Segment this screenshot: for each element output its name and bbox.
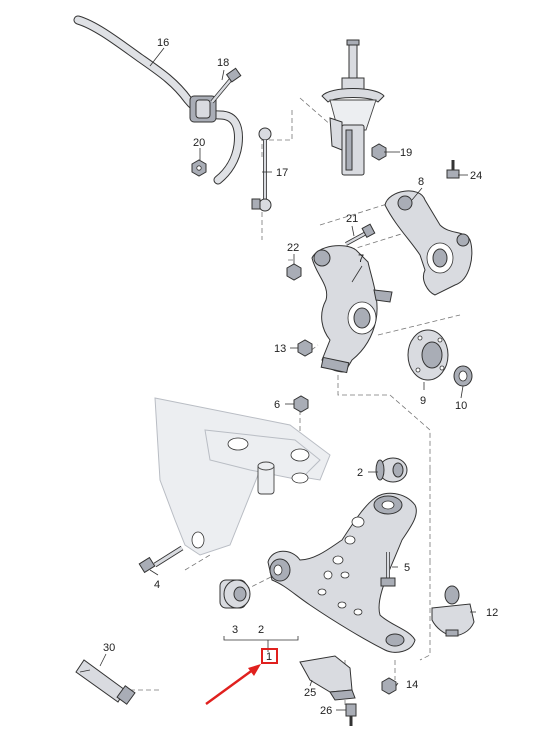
highlight-box — [261, 648, 278, 664]
suspension-strut — [321, 39, 385, 176]
bolt-24 — [446, 160, 460, 179]
callout-5: 5 — [404, 562, 410, 574]
callout-10: 10 — [455, 400, 467, 412]
callout-2-bush: 2 — [357, 467, 363, 479]
leader-lines — [99, 47, 476, 711]
callout-24: 24 — [470, 170, 482, 182]
callout-14: 14 — [406, 679, 418, 691]
callout-8: 8 — [418, 176, 424, 188]
callout-20: 20 — [193, 137, 205, 149]
bolt-4 — [138, 545, 184, 574]
wishbone — [267, 492, 417, 653]
ball-joint — [431, 585, 475, 637]
hub-nut-10 — [453, 365, 473, 387]
callout-17: 17 — [276, 167, 288, 179]
bolt-21 — [345, 223, 376, 246]
callout-21: 21 — [346, 213, 358, 225]
highlight-arrow-head — [248, 664, 261, 676]
nut-20 — [191, 159, 207, 177]
callout-13: 13 — [274, 343, 286, 355]
bolt-26 — [345, 703, 357, 726]
callout-25: 25 — [304, 687, 316, 699]
bolt-5 — [380, 552, 396, 587]
coupling-rod — [251, 127, 272, 212]
callout-12: 12 — [486, 607, 498, 619]
wheel-bearing-housing-left — [311, 245, 393, 374]
nut-13 — [297, 339, 313, 357]
rear-bush — [375, 457, 408, 483]
stabilizer-bar — [73, 15, 243, 185]
callout-18: 18 — [217, 57, 229, 69]
bolt-18 — [210, 67, 242, 104]
grease-tube — [75, 659, 136, 705]
callout-9: 9 — [420, 395, 426, 407]
highlight-arrow-shaft — [205, 668, 255, 705]
subframe — [154, 397, 331, 556]
wheel-bearing-housing-right — [384, 190, 473, 296]
wheel-hub — [407, 329, 449, 381]
callout-labels: 1 2 2 3 4 5 6 7 8 9 10 12 13 14 16 17 18… — [103, 37, 498, 717]
callout-16: 16 — [157, 37, 169, 49]
callout-22: 22 — [287, 242, 299, 254]
callout-1: 1 — [266, 651, 272, 663]
callout-26: 26 — [320, 705, 332, 717]
highlight-marker — [205, 648, 278, 705]
callout-4: 4 — [154, 579, 160, 591]
callout-3: 3 — [232, 624, 238, 636]
callout-30: 30 — [103, 642, 115, 654]
callout-19: 19 — [400, 147, 412, 159]
cover-bracket — [299, 655, 356, 701]
nut-6 — [293, 395, 309, 413]
callout-2-kit: 2 — [258, 624, 264, 636]
callout-7: 7 — [358, 253, 364, 265]
nut-14 — [381, 677, 397, 695]
nut-22 — [286, 263, 302, 281]
front-bush — [219, 579, 251, 609]
callout-6: 6 — [274, 399, 280, 411]
nut-19 — [371, 143, 387, 161]
